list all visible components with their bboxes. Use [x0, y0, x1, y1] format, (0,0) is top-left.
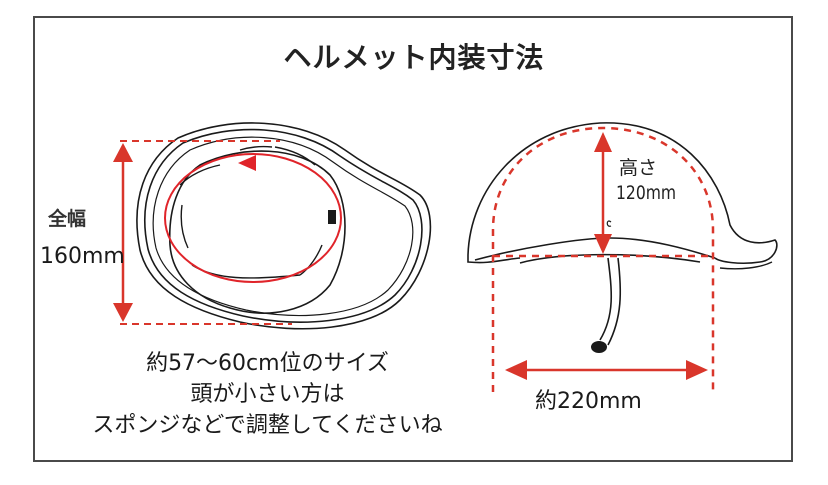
size-notes: 約57〜60cm位のサイズ 頭が小さい方は スポンジなどで調整してくださいね [40, 348, 495, 441]
note-line: 約57〜60cm位のサイズ [146, 351, 389, 376]
height-dimension-arrow-icon [594, 132, 612, 254]
depth-dimension-arrow-icon [505, 360, 708, 380]
height-label: 高さ [619, 157, 658, 179]
note-line: 頭が小さい方は [190, 382, 345, 407]
head-circumference-ellipse [164, 153, 342, 283]
inner-dome-outline [491, 126, 715, 392]
helmet-top-view-icon [136, 122, 432, 330]
width-label: 全幅 [48, 208, 87, 230]
direction-arrow-icon [238, 155, 256, 171]
height-value: 120mm [616, 182, 677, 204]
diagram-title: ヘルメット内装寸法 [283, 41, 545, 74]
depth-value: 約220mm [535, 389, 642, 414]
width-dimension-arrow-icon [113, 143, 133, 322]
diagram-frame [33, 16, 793, 462]
note-line: スポンジなどで調整してくださいね [92, 413, 443, 438]
width-value: 160mm [40, 244, 125, 269]
helmet-side-view-icon [467, 122, 778, 353]
